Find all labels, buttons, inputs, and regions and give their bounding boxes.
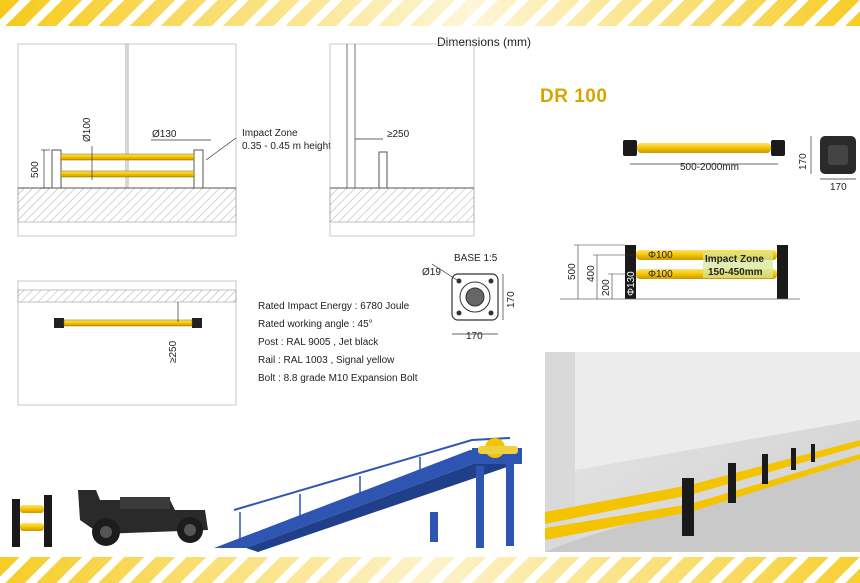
base-label: BASE 1:5	[454, 253, 498, 264]
specifications-list: Rated Impact Energy : 6780 Joule Rated w…	[258, 298, 418, 388]
model-name: DR 100	[540, 86, 608, 107]
render-impact-zone-label: Impact Zone	[705, 254, 764, 265]
page-title: Dimensions (mm)	[437, 35, 532, 49]
render-lower-diameter: Φ100	[648, 269, 673, 280]
bottom-stripe-band	[0, 557, 860, 583]
top-stripe-band	[0, 0, 860, 26]
render-total-height: 500	[567, 263, 578, 280]
base-depth-label: 170	[506, 291, 517, 308]
spec-bolt: Bolt : 8.8 grade M10 Expansion Bolt	[258, 373, 418, 384]
base-width-label: 170	[466, 331, 483, 342]
render-top-view	[623, 136, 856, 180]
top-view-gap-label: ≥250	[168, 340, 179, 363]
spec-working-angle: Rated working angle : 45°	[258, 319, 373, 330]
render-post-diameter: Φ130	[626, 271, 637, 296]
side-height-label: 500	[30, 161, 41, 178]
bolt-diameter-label: Ø19	[422, 267, 441, 278]
rail-diameter-label: Ø100	[82, 117, 93, 142]
top-view-drawing	[17, 280, 237, 406]
barrier-render-image	[12, 495, 52, 547]
ramp-render-image	[214, 437, 522, 552]
render-side-view	[560, 244, 800, 300]
post-diameter-label: Ø130	[152, 129, 177, 140]
wall-gap-drawing	[329, 43, 475, 237]
render-upper-height: 400	[586, 265, 597, 282]
spec-rail: Rail : RAL 1003 , Signal yellow	[258, 355, 395, 366]
base-plate-drawing	[431, 263, 504, 335]
side-view-drawing	[17, 43, 237, 237]
render-post-width: 170	[830, 182, 847, 193]
render-post-height: 170	[798, 153, 809, 170]
spec-impact-energy: Rated Impact Energy : 6780 Joule	[258, 301, 410, 312]
wall-gap-label: ≥250	[387, 129, 410, 140]
installation-photo	[545, 352, 860, 552]
render-impact-zone-range: 150-450mm	[708, 267, 763, 278]
render-length-label: 500-2000mm	[680, 162, 739, 173]
impact-zone-height: 0.35 - 0.45 m height	[242, 141, 331, 152]
impact-zone-label: Impact Zone	[242, 128, 298, 139]
vehicle-render-image	[78, 490, 208, 546]
spec-post: Post : RAL 9005 , Jet black	[258, 337, 379, 348]
render-upper-diameter: Φ100	[648, 250, 673, 261]
render-lower-height: 200	[601, 279, 612, 296]
